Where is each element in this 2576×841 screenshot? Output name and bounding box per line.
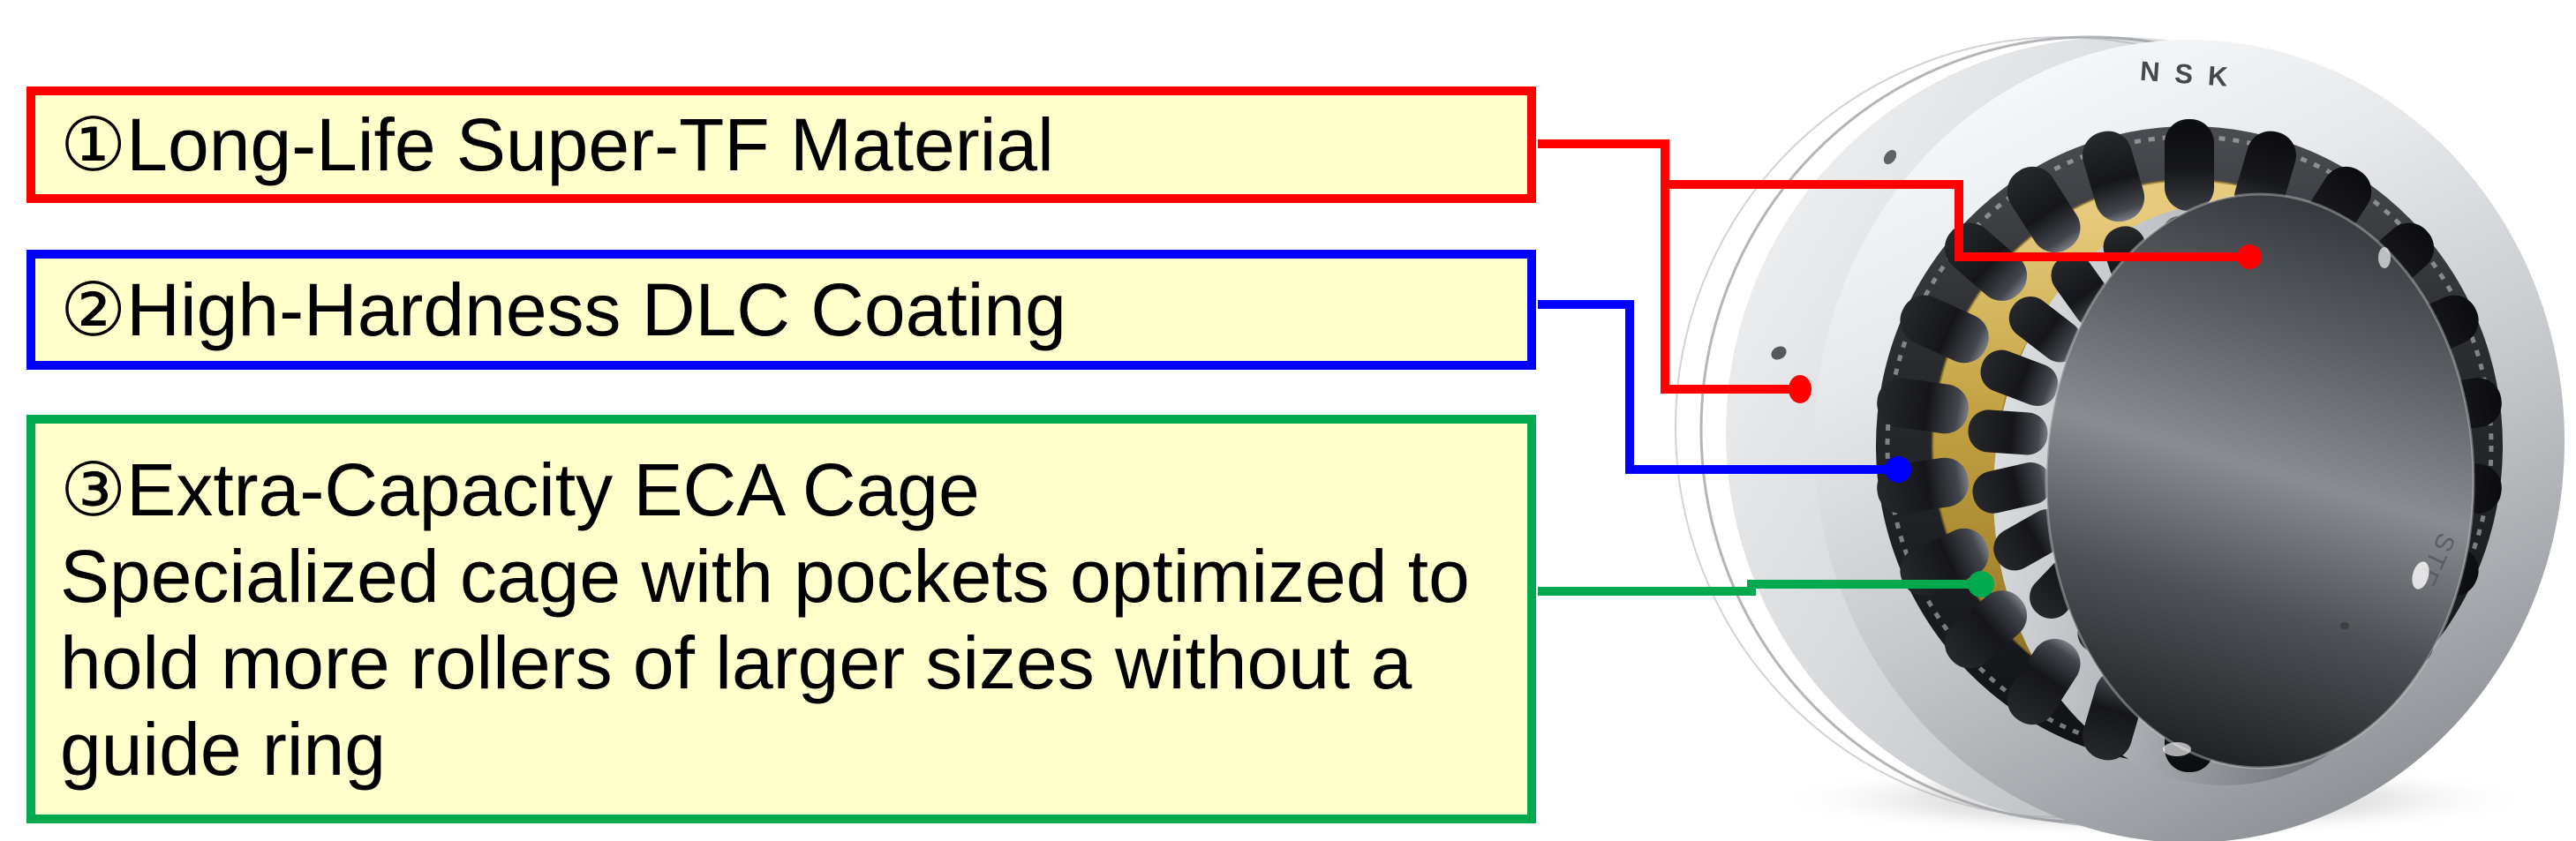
- bearing-glint: [2163, 742, 2191, 756]
- callout-box-dlc-coating: ②High-Hardness DLC Coating: [26, 250, 1536, 370]
- callout-box-super-tf: ①Long-Life Super-TF Material: [26, 86, 1536, 203]
- bearing-roller: [2007, 638, 2081, 725]
- callout-label: ②High-Hardness DLC Coating: [60, 268, 1066, 351]
- bearing-image: NSK STF: [1675, 35, 2565, 841]
- bearing-roller: [2007, 166, 2081, 253]
- connector-green: [1538, 580, 1974, 596]
- bearing-bore-edge-highlight: [2045, 192, 2475, 770]
- callout-connectors: [1538, 139, 2262, 597]
- bearing-roller: [1944, 590, 2028, 669]
- bearing-oil-hole: [1883, 149, 1897, 165]
- bearing-roller: [1972, 462, 2052, 514]
- connector-red-main: [1538, 139, 1795, 394]
- callout-body-line: hold more rollers of larger sizes withou…: [60, 620, 1412, 704]
- bearing-brand-text: NSK: [2139, 56, 2244, 94]
- bearing-roller: [1877, 378, 1970, 434]
- callout-label: ③Extra-Capacity ECA Cage: [60, 447, 980, 531]
- connector-red-branch: [1665, 180, 2243, 261]
- bearing-roller: [1944, 222, 2028, 301]
- bearing-glint: [2412, 561, 2429, 589]
- callout-label: ①Long-Life Super-TF Material: [60, 103, 1054, 186]
- connector-blue-endpoint-dot: [1885, 456, 1911, 483]
- bearing-roller: [1968, 409, 2048, 455]
- callout-body-line: Specialized cage with pockets optimized …: [60, 534, 1470, 618]
- callout-body-line: guide ring: [60, 707, 386, 791]
- connector-blue: [1538, 300, 1891, 474]
- connector-green-endpoint-dot: [1968, 571, 1994, 597]
- connector-red-endpoint-dot: [2237, 244, 2262, 269]
- bearing-face-serration: [1885, 134, 2494, 757]
- bearing-pin-hole: [2340, 622, 2349, 629]
- bearing-roller: [2165, 119, 2214, 211]
- bearing-roller: [1900, 295, 1989, 364]
- bearing-bore: [2046, 194, 2474, 768]
- bearing-glint: [2378, 247, 2391, 268]
- callout-box-eca-cage: ③Extra-Capacity ECA Cage Specialized cag…: [26, 415, 1536, 823]
- bearing-roller: [1980, 349, 2059, 407]
- bearing-roller: [1900, 528, 1989, 597]
- connector-red-endpoint-dot: [1789, 375, 1811, 403]
- bearing-oil-hole: [1771, 346, 1787, 360]
- bearing-roller: [2083, 131, 2145, 222]
- bearing-roller: [2008, 297, 2082, 363]
